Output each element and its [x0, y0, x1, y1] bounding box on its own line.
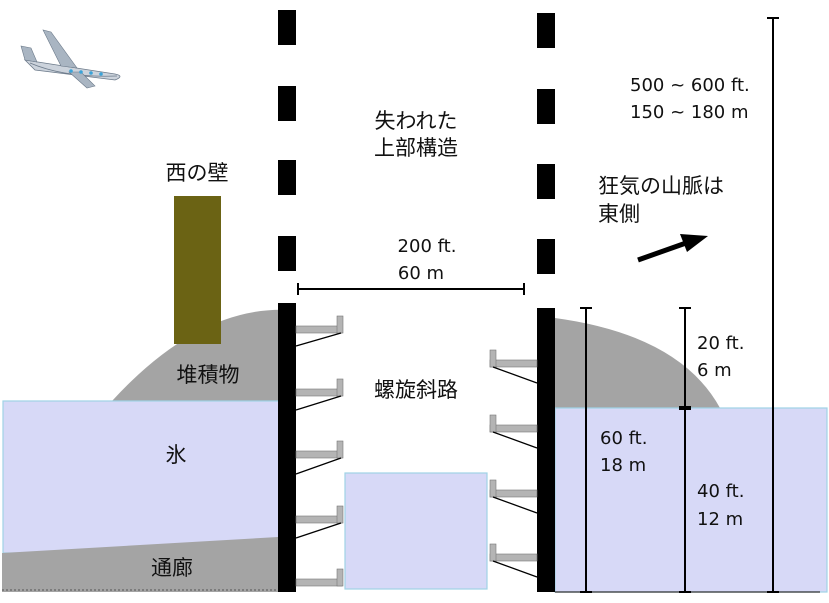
lost-upper-dashes-east	[537, 13, 555, 274]
height-dimension-ice	[679, 408, 691, 593]
tower-height-m-label: 18 m	[600, 455, 646, 476]
ramp-step	[295, 568, 344, 587]
width-ft-label: 200 ft.	[398, 236, 457, 257]
debris-label: 堆積物	[177, 363, 240, 387]
spiral-ramp-label: 螺旋斜路	[374, 378, 458, 402]
tower-wall-east	[537, 308, 555, 592]
ice-west	[2, 400, 281, 554]
lost-upper-label-line1: 失われた	[375, 109, 458, 133]
west-wall-label: 西の壁	[166, 161, 229, 185]
mound-height-m-label: 6 m	[697, 360, 732, 381]
width-m-label: 60 m	[398, 263, 444, 284]
airplane-icon	[20, 29, 121, 89]
height-dimension-mound	[679, 307, 691, 408]
mountains-label-line2: 東側	[598, 202, 640, 226]
width-dimension	[297, 283, 525, 295]
ramp-step	[489, 349, 538, 384]
ice-center	[344, 472, 488, 590]
ice-label: 氷	[166, 443, 187, 467]
ice-east	[554, 407, 828, 593]
total-height-m-label: 150 ~ 180 m	[630, 102, 749, 123]
ramp-step	[295, 315, 344, 347]
total-height-ft-label: 500 ~ 600 ft.	[630, 75, 750, 96]
ramp-step	[489, 543, 538, 578]
lost-upper-label-line2: 上部構造	[374, 136, 458, 160]
arrow-northeast-icon	[637, 234, 708, 263]
lost-upper-dashes-west	[278, 10, 296, 271]
ice-depth-m-label: 12 m	[697, 509, 743, 530]
spiral-ramp-west	[295, 315, 344, 587]
debris-mound-east	[555, 318, 720, 408]
tower-wall-west	[278, 303, 296, 592]
mountains-label-line1: 狂気の山脈は	[598, 174, 724, 198]
passage	[2, 537, 278, 592]
height-dimension-total	[767, 17, 779, 593]
ramp-step	[295, 440, 344, 475]
ramp-step	[489, 479, 538, 514]
ramp-step	[489, 414, 538, 449]
tower-height-ft-label: 60 ft.	[600, 428, 647, 449]
debris-mound-west	[112, 309, 290, 401]
west-wall	[174, 196, 221, 344]
ramp-step	[295, 505, 344, 539]
spiral-ramp-east	[489, 349, 538, 578]
ramp-step	[295, 378, 344, 411]
passage-label: 通廊	[151, 556, 193, 580]
height-dimension-tower	[580, 307, 592, 593]
mound-height-ft-label: 20 ft.	[697, 333, 744, 354]
ice-depth-ft-label: 40 ft.	[697, 481, 744, 502]
